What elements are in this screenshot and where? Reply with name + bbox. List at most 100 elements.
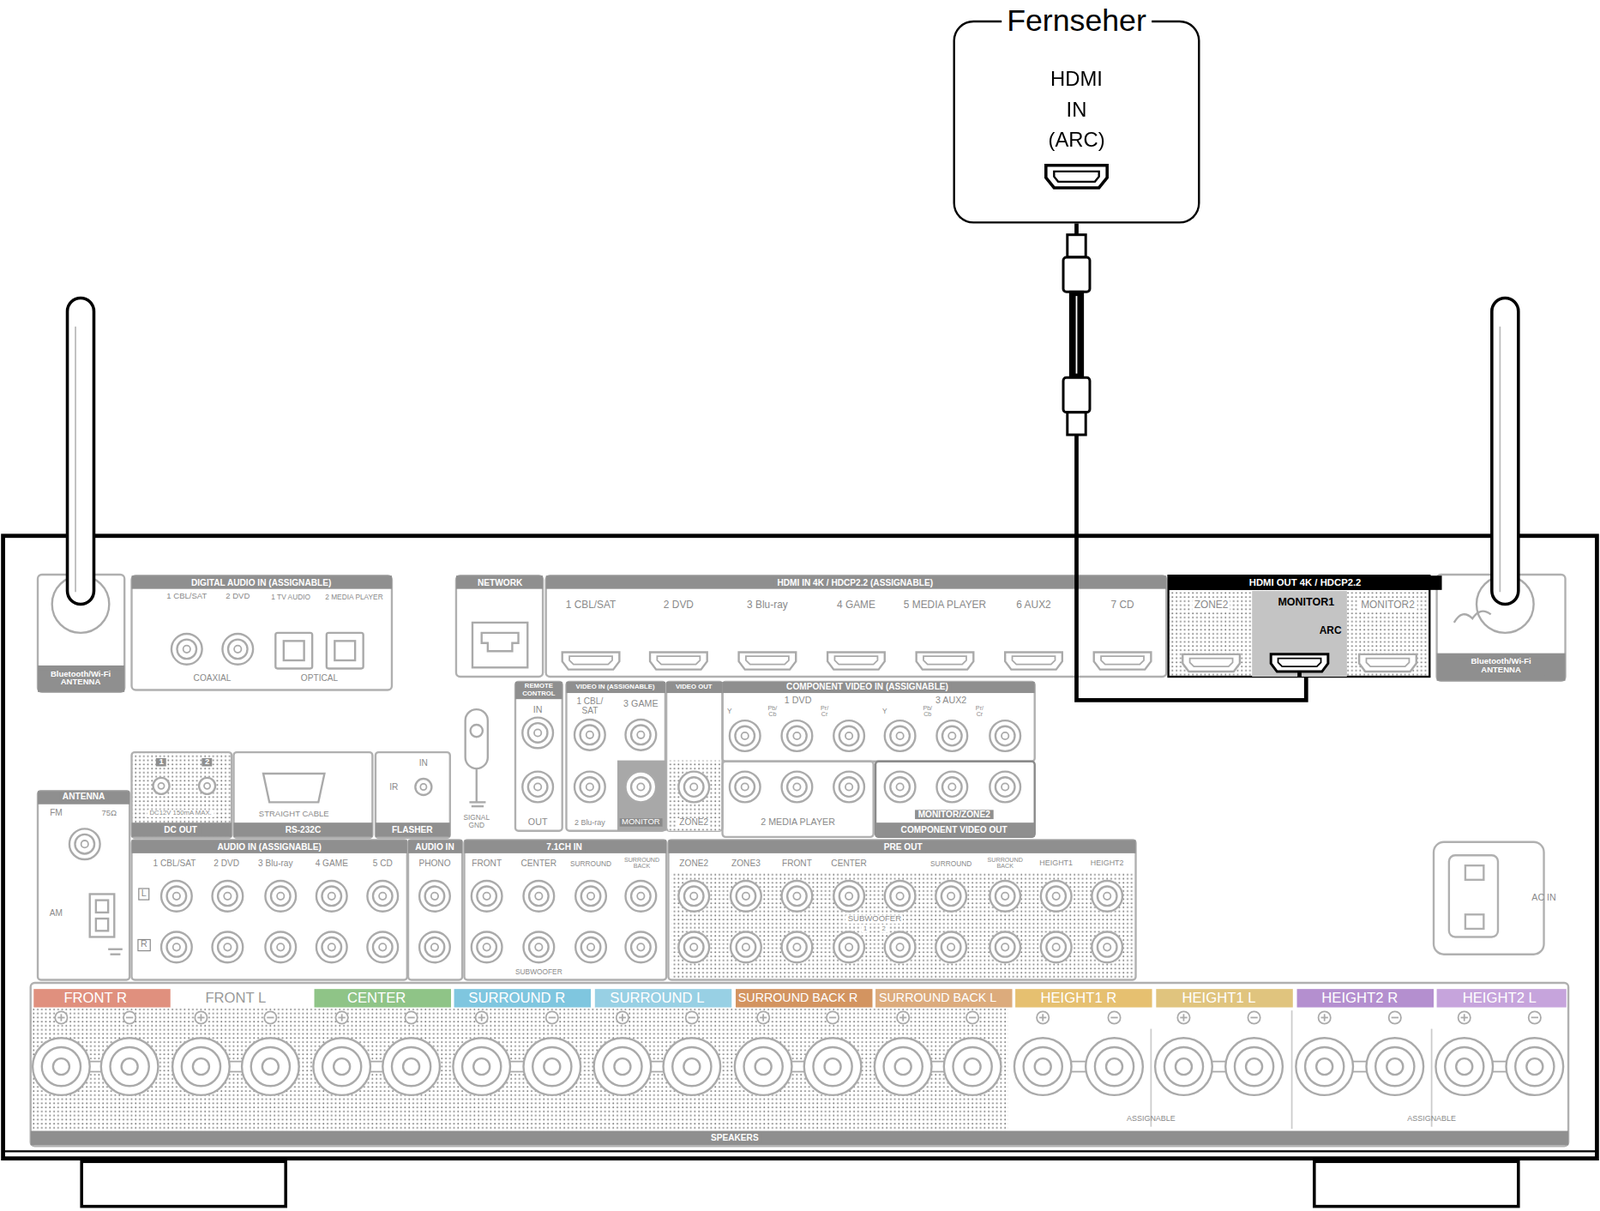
port-label: ZONE3 [731,858,761,868]
speaker-terminal-hole [121,1058,139,1075]
speaker-terminal-ring [532,1046,572,1086]
rca-jack-ring [684,776,704,797]
port-label: COAXIAL [193,673,232,684]
polarity-sign [896,1010,909,1023]
speaker-band [314,988,452,1007]
rca-jack-ring [321,937,342,957]
speaker-terminal-hole [1455,1058,1473,1075]
rca-jack [366,880,398,912]
polarity-sign [123,1010,136,1023]
rca-jack [781,880,813,912]
rca-jack [161,880,193,912]
polarity-sign [1107,1010,1120,1023]
polarity-bar [1110,1016,1118,1019]
polarity-bar [688,1016,696,1019]
rca-jack-ring [890,937,910,957]
speaker-terminal [1085,1037,1143,1095]
rca-jack-ring [787,937,807,957]
rca-jack [678,880,710,912]
rca-jack-pin [482,943,490,951]
polarity-bar [407,1016,415,1019]
rca-jack-pin [328,943,336,951]
rca-jack-ring [631,886,651,907]
rca-jack [884,771,916,803]
rca-jack [936,720,968,752]
hdmi-port [649,651,708,669]
rca-jack-pin [948,732,956,740]
speaker-terminal [1435,1037,1493,1095]
rca-jack [833,720,865,752]
port-label: R [137,938,151,951]
hdmi-out-panel-art [1168,575,1431,677]
port-label: ZONE2 [679,858,709,868]
speaker-terminal-hole [473,1058,490,1075]
speaker-band [454,988,591,1007]
speaker-terminal-ring [812,1046,852,1086]
rca-jack-pin [637,731,644,739]
rca-jack [69,828,101,860]
rca-jack-pin [431,892,439,900]
rca-jack [678,771,710,803]
section-header: Bluetooth/Wi-Fi ANTENNA [37,669,124,687]
speaker-terminal-hole [683,1058,700,1075]
rca-jack [989,720,1021,752]
polarity-bar [1531,1016,1539,1019]
rca-jack-ring [425,937,446,957]
speaker-terminal [241,1037,300,1095]
rca-jack-ring [684,937,704,957]
port-label: SURROUND [930,859,972,867]
rca-jack-pin [1103,892,1111,900]
speaker-terminal-hole [1245,1058,1263,1075]
speaker-terminal-ring [744,1046,783,1086]
speaker-terminal-ring [1234,1046,1274,1086]
speaker-terminal-ring [1515,1046,1554,1086]
hdmi-port [916,651,975,669]
speaker-terminal [452,1037,511,1095]
port-label: AC IN [1531,893,1557,903]
rca-jack [523,932,554,963]
rca-jack-ring [167,937,187,957]
rca-jack [989,880,1021,912]
rca-jack [574,771,606,803]
port-label: MONITOR2 [1359,599,1417,610]
speaker-terminal [874,1037,933,1095]
rca-jack [1091,932,1123,963]
polarity-bar [902,1013,904,1021]
rca-jack [171,633,203,665]
rca-jack [316,880,348,912]
speaker-terminal [101,1037,159,1095]
polarity-bar [481,1013,483,1021]
polarity-bar [1463,1013,1466,1021]
port-label: ASSIGNABLE [1407,1114,1456,1123]
rca-jack-ring [228,639,248,660]
speaker-terminal-ring [322,1046,361,1086]
section-header: AUDIO IN (ASSIGNABLE) [214,842,325,852]
speaker-band [1297,988,1434,1007]
rca-jack-pin [690,943,698,951]
speaker-channel-label: SURROUND R [468,990,566,1005]
polarity-sign [546,1010,559,1023]
mini-jack-pin [420,783,427,790]
speaker-terminal [523,1037,581,1095]
rca-jack-pin [896,782,903,790]
hdmi-port-inner [569,655,613,665]
polarity-bar [1323,1013,1326,1021]
rca-jack-ring [476,937,497,957]
speaker-terminal [1154,1037,1213,1095]
rca-jack-ring [890,776,910,797]
section-header: VIDEO OUT [672,683,716,691]
section-header: REMOTE CONTROL [516,682,561,697]
polarity-sign [264,1010,277,1023]
port-label: HEIGHT1 [1039,859,1073,867]
rca-jack-ring [734,726,755,746]
hdmi-port-inner [1365,658,1409,668]
section-header: DC OUT [161,824,201,835]
speaker-band [1437,988,1567,1007]
speaker-terminal-hole [1106,1058,1123,1075]
port-label: AM [49,908,63,919]
speaker-terminal-hole [403,1058,420,1075]
mini-jack-pin [157,782,164,789]
jacks [32,633,1567,1129]
mini-jack-pin [204,782,211,789]
